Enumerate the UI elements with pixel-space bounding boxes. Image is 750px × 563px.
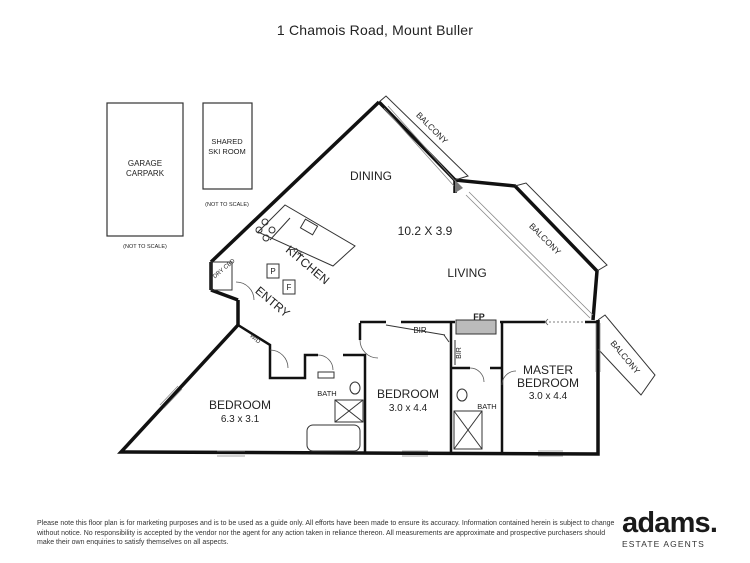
sliding-doors [383, 105, 601, 372]
garage-label-line1: GARAGE [128, 159, 162, 168]
bir-label-1: BIR [413, 326, 427, 335]
bath-label-1: BATH [317, 389, 336, 398]
living-dims: 10.2 X 3.9 [398, 224, 453, 238]
bedroom2-label: BEDROOM [377, 387, 439, 401]
door-swings [235, 281, 585, 386]
master-dims: 3.0 x 4.4 [529, 391, 568, 402]
bedroom2-dims: 3.0 x 4.4 [389, 403, 428, 414]
interior-walls [237, 320, 598, 454]
garage-carpark-box [106, 102, 184, 237]
fridge-label: F [287, 283, 292, 292]
balcony-label-2: BALCONY [527, 221, 563, 257]
bedroom1-dims: 6.3 x 3.1 [221, 414, 260, 425]
robe-doors [385, 324, 456, 365]
ski-room-label-line1: SHARED [211, 137, 243, 146]
kitchen-label: KITCHEN [283, 243, 332, 288]
dishwasher-label: DW [292, 248, 304, 259]
balcony-label-3: BALCONY [608, 338, 642, 376]
garage-note: (NOT TO SCALE) [123, 244, 167, 250]
brand-subtitle: ESTATE AGENTS [622, 539, 705, 549]
kitchen-fixtures [210, 204, 356, 295]
ski-room-box [202, 102, 253, 190]
living-label: LIVING [447, 266, 486, 280]
windows [159, 385, 563, 457]
fireplace-hearth [455, 319, 497, 335]
bathroom-fixtures [306, 371, 483, 452]
brand-name: adams. [622, 507, 718, 539]
outer-walls [117, 100, 600, 456]
master-label-line1: MASTER [523, 363, 573, 377]
column-marker [455, 180, 463, 193]
master-label-line2: BEDROOM [517, 376, 579, 390]
ski-room-note: (NOT TO SCALE) [205, 202, 249, 208]
bath-label-2: BATH [477, 402, 496, 411]
dining-label: DINING [350, 169, 392, 183]
disclaimer-text: Please note this floor plan is for marke… [37, 520, 615, 546]
dry-cbd-label: DRY CBD [212, 258, 237, 280]
floor-plan: GARAGE CARPARK (NOT TO SCALE) SHARED SKI… [106, 95, 656, 457]
page-title: 1 Chamois Road, Mount Buller [276, 22, 474, 38]
ski-room-label-line2: SKI ROOM [208, 147, 246, 156]
garage-label-line2: CARPARK [126, 169, 165, 178]
bedroom1-label: BEDROOM [209, 398, 271, 412]
pantry-label: P [270, 267, 275, 276]
wd-label: W/D [248, 333, 261, 346]
bir-label-2: BIR [456, 347, 463, 359]
balcony-outlines [378, 95, 656, 396]
brand-logo: adams. ESTATE AGENTS [622, 508, 722, 549]
fireplace-label: FP [473, 312, 485, 322]
